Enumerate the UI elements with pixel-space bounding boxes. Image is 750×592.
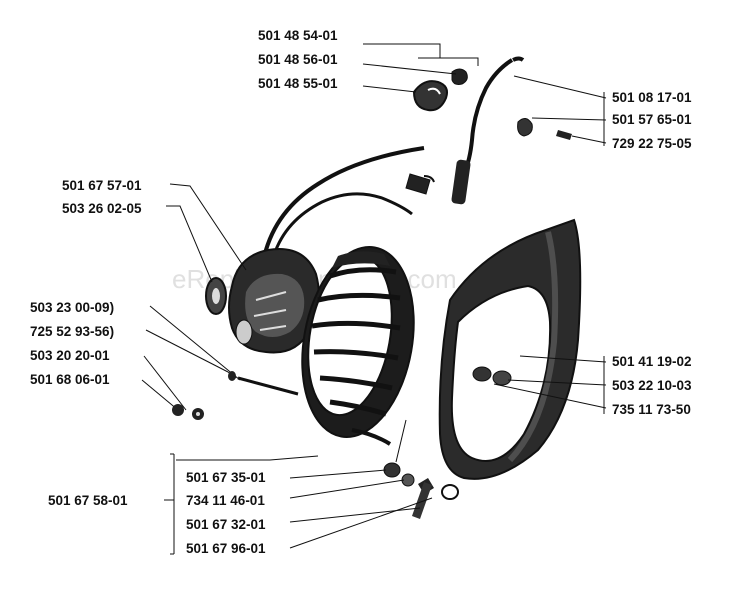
label-module-washer: 503 20 20-01 [30,348,110,363]
label-cover-c: 735 11 73-50 [612,402,691,417]
label-cover-b: 503 22 10-03 [612,378,692,393]
starter-cover-part [438,218,607,480]
label-cord-clip-a: 501 48 54-01 [258,28,338,43]
label-hv-lead: 501 08 17-01 [612,90,692,105]
label-flywheel-nut: 501 67 35-01 [186,470,266,485]
label-contact-spring: 501 57 65-01 [612,112,692,127]
label-pawl-screw: 501 67 96-01 [186,541,266,556]
label-pawl: 501 67 32-01 [186,517,266,532]
label-contact-screw: 729 22 75-05 [612,136,692,151]
assembly-bracket [164,453,175,555]
label-flywheel-assembly: 501 67 58-01 [48,493,128,508]
label-module-grommet: 503 26 02-05 [62,201,142,216]
label-cover-a: 501 41 19-02 [612,354,692,369]
cord-clip-b-part [451,68,468,85]
label-cord-clip-c: 501 48 55-01 [258,76,338,91]
label-cord-clip-b: 501 48 56-01 [258,52,338,67]
label-ignition-module: 501 67 57-01 [62,178,142,193]
label-module-nut: 501 68 06-01 [30,372,110,387]
cord-clip-c-part [412,80,448,112]
flywheel-hardware-part [289,419,459,549]
label-module-screw-a: 503 23 00-09) [30,300,114,315]
label-module-screw-b: 725 52 93-56) [30,324,114,339]
cord-clip-group [362,43,479,112]
label-flywheel-washer: 734 11 46-01 [186,493,265,508]
contact-spring-part [517,117,607,144]
flywheel-part [176,245,415,461]
module-fasteners-part [141,305,299,420]
hv-lead-part [451,56,607,205]
ignition-module-part [166,146,435,354]
